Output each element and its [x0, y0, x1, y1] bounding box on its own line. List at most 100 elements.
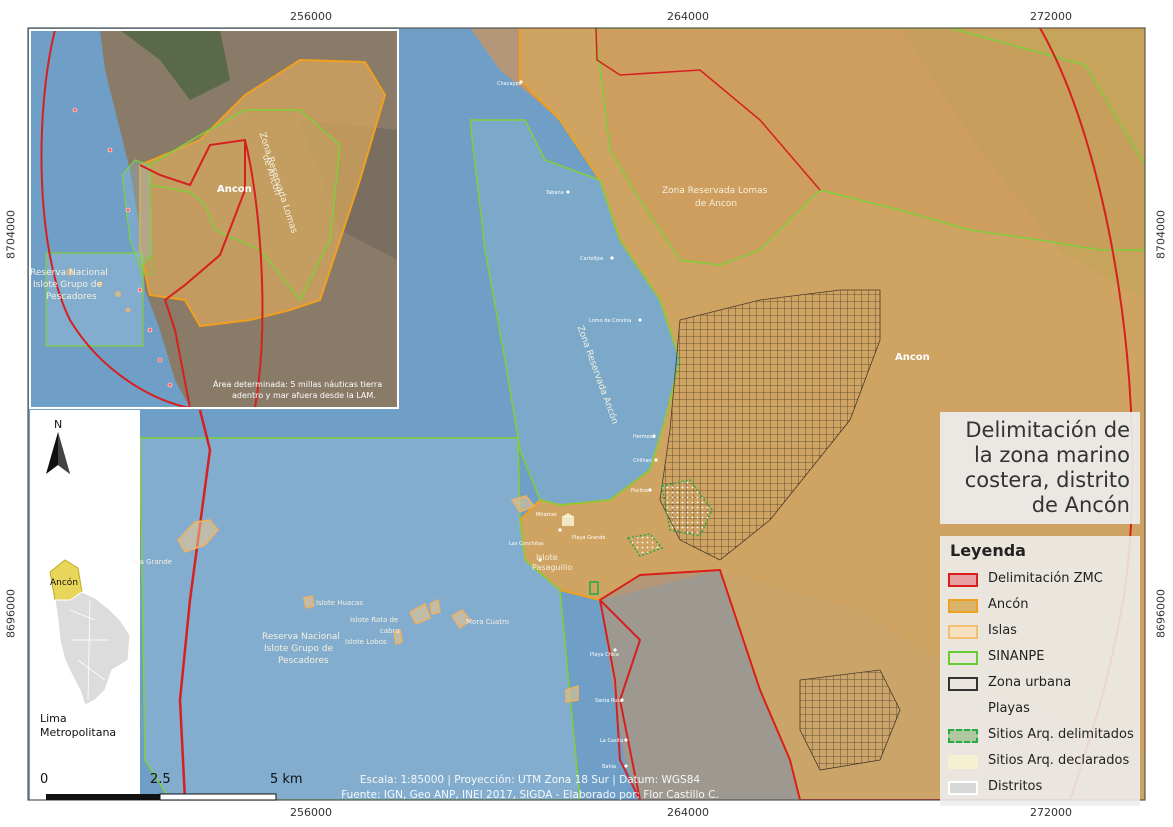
label-isla-grande: Isla Grande	[132, 558, 172, 566]
map-title: Delimitación de la zona marino costera, …	[940, 418, 1130, 518]
label-locator-lima-1: Lima	[40, 712, 67, 725]
label-islote-1: Islote	[536, 553, 558, 562]
coord-bottom-2: 264000	[667, 806, 709, 819]
legend-item: Islas	[948, 622, 1138, 644]
museum-icon	[562, 513, 574, 526]
coord-right-2: 8696000	[1154, 589, 1168, 638]
label-lomas-main-1: Zona Reservada Lomas	[662, 186, 768, 196]
legend-label: Zona urbana	[988, 675, 1072, 690]
scale-label-1: 2.5	[150, 772, 171, 787]
zr-ancon	[469, 119, 681, 506]
label-lomas-main-2: de Ancon	[695, 199, 738, 209]
title-line-1: Delimitación de	[965, 418, 1130, 442]
scale-label-0: 0	[40, 772, 49, 787]
coord-top-1: 256000	[290, 10, 332, 23]
label-reserva-1: Reserva Nacional	[262, 632, 340, 642]
legend-swatch	[948, 729, 978, 743]
legend-label: SINANPE	[988, 649, 1045, 664]
beach-label: Lomo de Corvina	[589, 318, 632, 324]
legend-item: Sitios Arq. delimitados	[948, 726, 1138, 748]
beach-label: Playa Grande	[572, 535, 606, 541]
arq-site-1	[661, 479, 713, 537]
legend-item: Distritos	[948, 778, 1138, 800]
legend-swatch	[948, 781, 978, 795]
legend-swatch	[948, 755, 978, 769]
legend-swatch	[948, 651, 978, 665]
legend-title: Leyenda	[950, 541, 1026, 560]
legend-label: Islas	[988, 623, 1017, 638]
label-locator-lima-2: Metropolitana	[40, 726, 117, 739]
locator-map	[30, 410, 140, 800]
label-reserva-2: Islote Grupo de	[264, 644, 333, 654]
legend-label: Delimitación ZMC	[988, 571, 1103, 586]
label-islote-rata-1: Islote Rata de	[350, 616, 399, 624]
label-reserva-3: Pescadores	[278, 656, 329, 666]
beach-label: Pocitos	[631, 488, 649, 494]
legend-swatch	[948, 677, 978, 691]
lomas-zone	[594, 28, 1145, 266]
label-reserva-inset-3: Pescadores	[46, 292, 97, 302]
label-islote-huacas: Islote Huacas	[316, 599, 363, 607]
title-line-3: costera, distrito	[964, 468, 1130, 492]
inset-map	[30, 30, 398, 408]
inset-frame	[29, 29, 399, 409]
beach-markers	[519, 80, 658, 768]
label-islote-lobos: Islote Lobos	[345, 638, 387, 646]
beach-label: La Casita	[600, 738, 624, 744]
legend-item: SINANPE	[948, 648, 1138, 670]
coord-bottom-3: 272000	[1030, 806, 1072, 819]
legend-item: Zona urbana	[948, 674, 1138, 696]
arq-site-3	[589, 581, 599, 595]
coord-left-2: 8696000	[4, 589, 18, 638]
urban-zone-south	[799, 669, 901, 771]
scale-bar	[46, 793, 277, 801]
legend-item: Delimitación ZMC	[948, 570, 1138, 592]
beach-label: Hermosa	[633, 434, 656, 440]
coord-top-3: 272000	[1030, 10, 1072, 23]
inset-note-2: adentro y mar afuera desde la LAM.	[232, 391, 376, 400]
legend-swatch	[948, 599, 978, 613]
islands	[177, 495, 579, 703]
beach-label: Las Conchitas	[509, 541, 544, 547]
legend-label: Sitios Arq. delimitados	[988, 727, 1134, 742]
beach-label: Miramar	[536, 512, 557, 518]
beach-label: Chacaypo	[497, 81, 522, 87]
north-label: N	[54, 418, 63, 431]
map-title-box: Delimitación de la zona marino costera, …	[940, 412, 1140, 524]
label-ancon-main: Ancon	[895, 352, 930, 363]
urban-zone	[659, 289, 881, 561]
scale-label-2: 5 km	[270, 772, 303, 787]
coord-right-1: 8704000	[1154, 210, 1168, 259]
inset-note-1: Área determinada: 5 millas náuticas tier…	[213, 380, 383, 389]
legend-item: Sitios Arq. declarados	[948, 752, 1138, 774]
label-mora-cuatro: Mora Cuatro	[466, 618, 510, 626]
footer-line-2: Fuente: IGN, Geo ANP, INEI 2017, SIGDA -…	[341, 789, 719, 801]
legend-label: Distritos	[988, 779, 1043, 794]
label-locator-ancon: Ancón	[50, 578, 79, 588]
label-ancon-inset: Ancon	[217, 184, 252, 195]
beach-label: Chilhan	[633, 458, 652, 464]
title-line-2: la zona marino	[973, 443, 1130, 467]
coord-bottom-1: 256000	[290, 806, 332, 819]
reserva-nacional	[139, 437, 581, 800]
legend-item: Ancón	[948, 596, 1138, 618]
legend-swatch	[948, 703, 978, 717]
legend-item: Playas	[948, 700, 1138, 722]
legend-label: Ancón	[988, 597, 1029, 612]
beach-label: Tabana	[546, 190, 564, 196]
legend-label: Sitios Arq. declarados	[988, 753, 1130, 768]
label-reserva-inset-2: Islote Grupo de	[33, 280, 102, 290]
beach-label: Cartelijos	[580, 256, 604, 262]
label-islote-2: Pasaguillo	[532, 563, 573, 572]
label-reserva-inset-1: Reserva Nacional	[30, 268, 108, 278]
beach-label: Bahía	[602, 764, 617, 770]
title-line-4: de Ancón	[1031, 493, 1130, 517]
coord-top-2: 264000	[667, 10, 709, 23]
map-frame	[27, 27, 1146, 801]
label-islote-rata-2: cabra	[380, 627, 400, 635]
arq-site-2	[626, 533, 664, 557]
legend-swatch	[948, 573, 978, 587]
beach-label: Playa Chica	[590, 652, 619, 658]
footer-line-1: Escala: 1:85000 | Proyección: UTM Zona 1…	[359, 774, 701, 786]
